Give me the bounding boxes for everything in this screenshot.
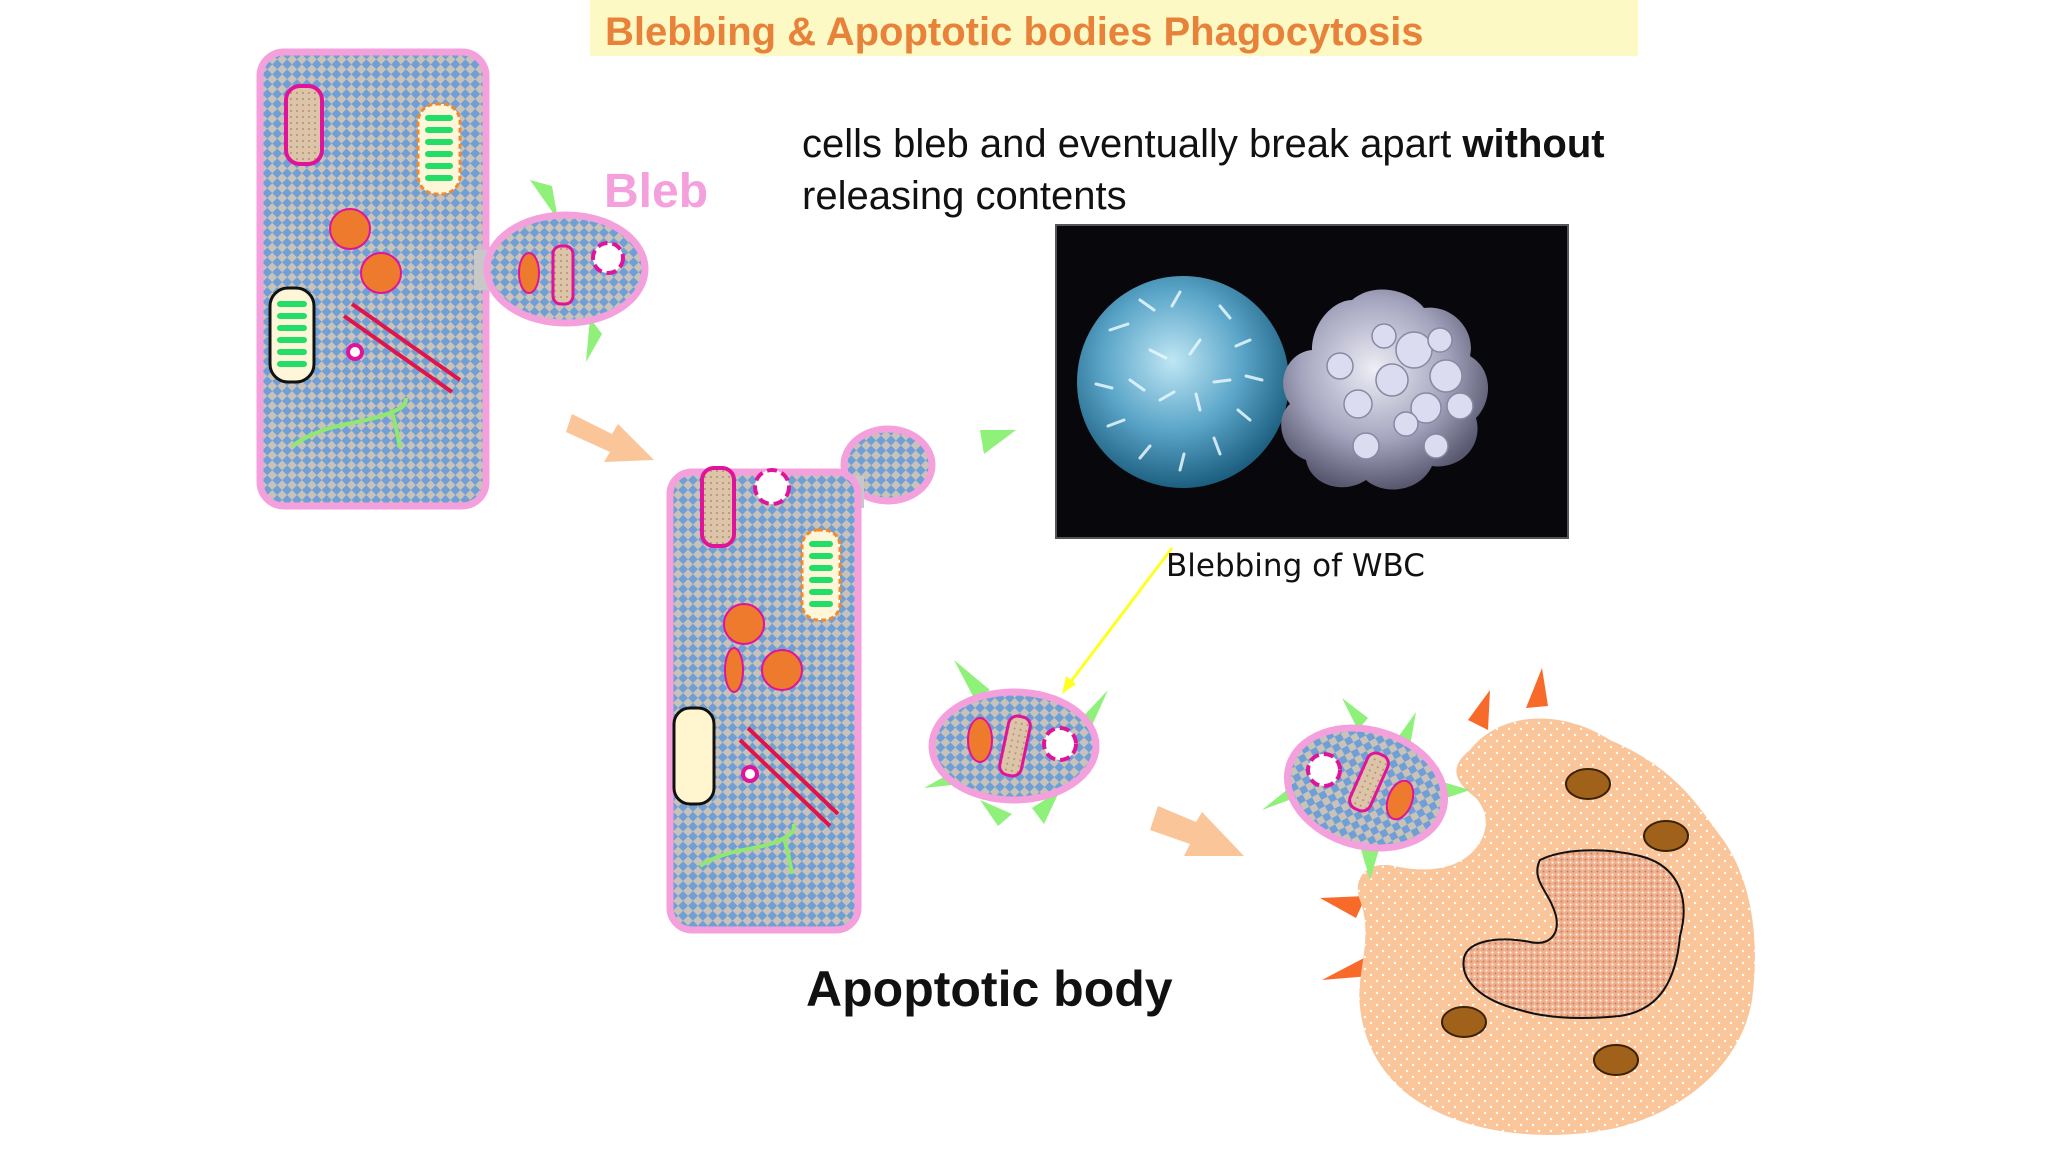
wbc-blebs [1326, 323, 1474, 460]
spike [1032, 790, 1060, 824]
mitochondria-icon [416, 102, 462, 196]
vesicle-ring [741, 765, 759, 783]
wbc-micrograph [1055, 224, 1569, 539]
spike [954, 660, 990, 698]
vesicle-dashed [753, 468, 791, 506]
mitochondria-icon [800, 528, 842, 622]
description-plain: cells bleb and eventually break apart [802, 122, 1463, 166]
description-bold: without [1462, 122, 1605, 166]
spike [980, 430, 1016, 454]
pointer-arrowhead [1062, 676, 1076, 694]
pseudopod-spike [1526, 668, 1548, 708]
bleb-1 [474, 180, 649, 362]
filament-green [698, 823, 796, 875]
photo-caption: Blebbing of WBC [1166, 548, 1425, 584]
bleb-label: Bleb [604, 165, 709, 218]
engulfed-apoptotic-body [1262, 698, 1470, 880]
empty-mitochondria [672, 706, 716, 806]
bleb-body [840, 425, 936, 505]
slide-title: Blebbing & Apoptotic bodies Phagocytosis [605, 10, 1424, 54]
granule [1565, 768, 1611, 800]
filament-red [350, 302, 462, 382]
apoptotic-body [924, 660, 1108, 826]
apoptotic-body-label: Apoptotic body [806, 961, 1173, 1017]
organelle-orange [761, 649, 803, 691]
description-text: cells bleb and eventually break apart wi… [802, 118, 1682, 222]
spike [1360, 846, 1380, 880]
healthy-cell [256, 48, 490, 510]
vesicle-ring [346, 343, 364, 361]
wbc-microvilli [1094, 290, 1264, 472]
organelle-orange [1385, 779, 1415, 821]
granule [1593, 1044, 1639, 1076]
flow-arrow [1150, 806, 1244, 856]
granule [1441, 1006, 1487, 1038]
flow-arrow [566, 414, 654, 462]
spike [980, 800, 1012, 826]
vesicle-dashed [591, 241, 625, 275]
organelle-orange [723, 603, 765, 645]
vesicle-organelle [284, 84, 324, 166]
spike [1342, 698, 1368, 730]
description-end: releasing contents [802, 174, 1127, 218]
spike [586, 318, 602, 362]
vesicle-organelle [700, 466, 736, 548]
pointer-line [1064, 547, 1174, 689]
vesicle-organelle [1348, 751, 1390, 813]
pseudopod-spike [1468, 690, 1490, 730]
spike [530, 180, 558, 220]
organelle-orange [329, 208, 371, 250]
filament-green [290, 397, 408, 449]
filament-red [738, 738, 832, 828]
phagocyte [1320, 668, 1755, 1135]
pseudopod-spike [1322, 958, 1370, 980]
blebbing-cell [666, 425, 936, 934]
vesicle-organelle [998, 714, 1032, 778]
normal-wbc [1077, 276, 1289, 488]
vesicle-dashed [1042, 726, 1078, 762]
phagocyte-nucleus [1462, 849, 1685, 1019]
vesicle-organelle [551, 244, 575, 306]
organelle-orange [518, 252, 540, 294]
filament-red [342, 314, 454, 394]
vesicle-dashed [1306, 752, 1342, 788]
organelle-orange [967, 717, 993, 763]
filament-red [746, 726, 840, 816]
organelle-orange [360, 252, 402, 294]
mitochondria-icon [268, 286, 316, 384]
organelle-orange [724, 647, 744, 693]
title-banner [590, 0, 1638, 56]
granule [1643, 820, 1689, 852]
pseudopod-spike [1320, 896, 1366, 918]
